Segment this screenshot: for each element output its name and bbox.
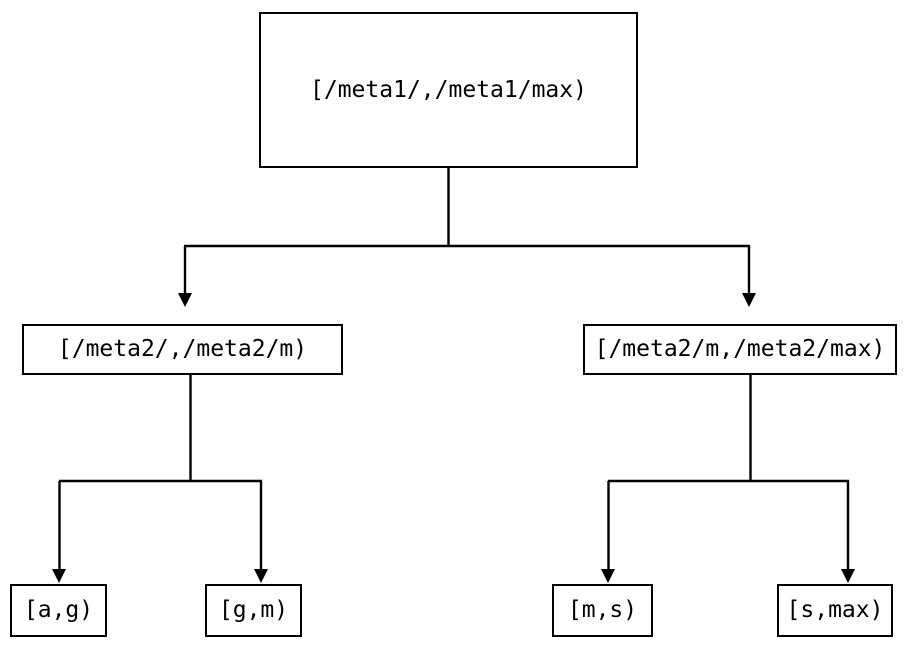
tree-node-leaf[interactable]: [m,s) <box>552 584 653 637</box>
tree-node-leaf-label: [a,g) <box>23 597 94 623</box>
arrowhead-to-leaf-0-icon <box>52 569 66 583</box>
tree-node-leaf-label: [m,s) <box>567 597 638 623</box>
tree-node-leaf-label: [s,max) <box>786 597 884 623</box>
edge-midleft-to-leaves-group <box>52 375 268 583</box>
tree-node-leaf[interactable]: [s,max) <box>777 584 893 637</box>
edge-root-to-mid-group <box>178 168 756 307</box>
tree-node-mid-left-label: [/meta2/,/meta2/m) <box>57 336 308 362</box>
tree-node-root-label: [/meta1/,/meta1/max) <box>310 76 587 103</box>
tree-node-mid-right[interactable]: [/meta2/m,/meta2/max) <box>583 324 897 375</box>
arrowhead-to-leaf-1-icon <box>254 569 268 583</box>
arrowhead-to-leaf-2-icon <box>601 569 615 583</box>
arrowhead-to-mid-right-icon <box>742 293 756 307</box>
tree-node-leaf-label: [g,m) <box>218 597 289 623</box>
tree-node-leaf[interactable]: [g,m) <box>205 584 302 637</box>
tree-node-leaf[interactable]: [a,g) <box>10 584 107 637</box>
arrowhead-to-leaf-3-icon <box>841 569 855 583</box>
arrowhead-to-mid-left-icon <box>178 293 192 307</box>
tree-node-mid-right-label: [/meta2/m,/meta2/max) <box>594 336 886 362</box>
edge-midright-to-leaves-group <box>601 375 855 583</box>
tree-node-mid-left[interactable]: [/meta2/,/meta2/m) <box>22 324 343 375</box>
tree-node-root[interactable]: [/meta1/,/meta1/max) <box>259 12 638 168</box>
